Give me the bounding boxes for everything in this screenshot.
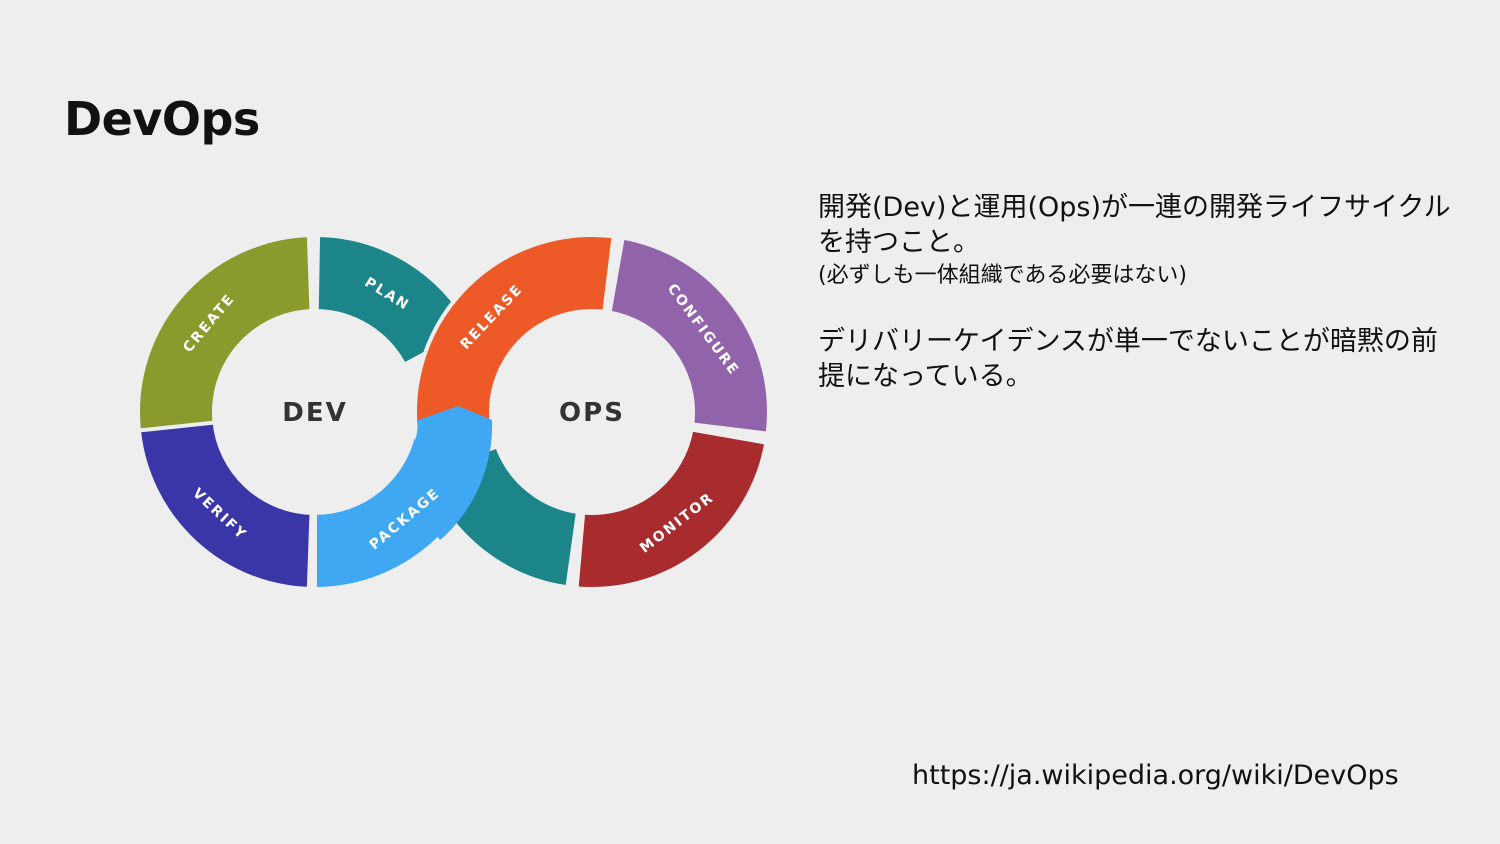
description-note: (必ずしも一体組織である必要はない) xyxy=(818,263,1187,288)
segment-create xyxy=(136,233,314,439)
ops-label: OPS xyxy=(559,398,625,428)
segment-package-crossing xyxy=(395,406,493,540)
description-line-1: 開発(Dev)と運用(Ops)が一連の開発ライフサイクルを持つこと。 xyxy=(818,192,1451,258)
segment-verify xyxy=(136,420,314,591)
source-link[interactable]: https://ja.wikipedia.org/wiki/DevOps xyxy=(912,760,1399,791)
description-line-2: デリバリーケイデンスが単一でないことが暗黙の前提になっている。 xyxy=(818,326,1438,392)
segment-release xyxy=(413,233,616,446)
segment-monitor xyxy=(574,427,769,591)
description: 開発(Dev)と運用(Ops)が一連の開発ライフサイクルを持つこと。 (必ずしも… xyxy=(818,190,1458,394)
dev-label: DEV xyxy=(282,398,347,428)
segment-configure xyxy=(607,235,771,436)
slide-title: DevOps xyxy=(64,92,260,146)
